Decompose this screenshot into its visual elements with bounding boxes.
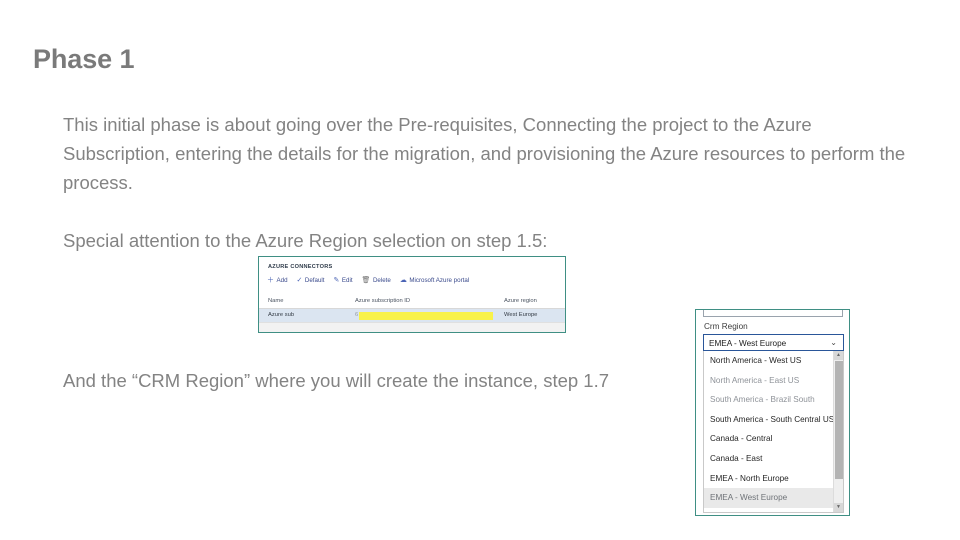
column-header-name: Name xyxy=(268,298,284,304)
table-header-row: Name Azure subscription ID Azure region xyxy=(259,295,565,309)
dropdown-scrollbar[interactable]: ▲ ▼ xyxy=(833,351,843,512)
list-item[interactable]: North America - East US xyxy=(710,375,800,385)
cell-subscription-id: 6 xyxy=(355,312,359,318)
azure-connectors-panel-title: AZURE CONNECTORS xyxy=(268,264,333,270)
scrollbar-thumb[interactable] xyxy=(835,361,843,479)
paragraph-intro: This initial phase is about going over t… xyxy=(63,114,906,193)
chevron-down-icon: ⌄ xyxy=(830,338,837,347)
crm-region-option-list[interactable]: North America - West US North America - … xyxy=(703,351,844,513)
azure-connectors-screenshot: AZURE CONNECTORS ＋ Add ✓ Default ✎ Edit … xyxy=(258,256,566,333)
edit-command[interactable]: ✎ Edit xyxy=(334,277,353,284)
add-command-label: Add xyxy=(276,277,288,284)
azure-connectors-toolbar: ＋ Add ✓ Default ✎ Edit 🗑 Delete ☁ Micros… xyxy=(267,277,469,284)
subscription-id-highlight-redaction xyxy=(359,312,493,320)
paragraph-crm-region: And the “CRM Region” where you will crea… xyxy=(63,370,610,391)
list-item[interactable]: South America - Brazil South xyxy=(710,395,815,405)
default-command[interactable]: ✓ Default xyxy=(297,277,325,284)
cell-connector-name: Azure sub xyxy=(268,312,295,318)
list-item[interactable]: North America - West US xyxy=(710,356,802,365)
crm-region-select[interactable]: EMEA - West Europe ⌄ xyxy=(703,334,844,351)
scroll-up-arrow-icon[interactable]: ▲ xyxy=(834,351,843,360)
crm-region-selected-value: EMEA - West Europe xyxy=(709,339,787,348)
check-icon: ✓ xyxy=(296,277,303,284)
crm-region-screenshot: Crm Region EMEA - West Europe ⌄ North Am… xyxy=(695,309,850,516)
partial-field-above xyxy=(703,310,843,317)
azure-portal-icon: ☁ xyxy=(399,277,407,284)
trash-icon: 🗑 xyxy=(361,277,371,284)
page-title: Phase 1 xyxy=(33,44,135,74)
default-command-label: Default xyxy=(304,277,325,284)
crm-region-label: Crm Region xyxy=(704,322,748,331)
list-item[interactable]: Canada - East xyxy=(710,453,763,463)
delete-command-label: Delete xyxy=(372,277,391,284)
cell-azure-region: West Europe xyxy=(504,312,538,318)
add-command[interactable]: ＋ Add xyxy=(267,277,288,284)
list-item[interactable]: EMEA - North Europe xyxy=(710,473,789,483)
pencil-icon: ✎ xyxy=(333,277,340,284)
scroll-down-arrow-icon[interactable]: ▼ xyxy=(834,503,843,512)
panel-footer-band xyxy=(259,322,565,332)
list-item-selected[interactable]: EMEA - West Europe xyxy=(704,488,843,508)
list-item[interactable]: APAC - East Asia xyxy=(704,508,843,512)
edit-command-label: Edit xyxy=(341,277,353,284)
list-item[interactable]: Canada - Central xyxy=(710,434,773,444)
azure-portal-command[interactable]: ☁ Microsoft Azure portal xyxy=(400,277,469,284)
table-row[interactable]: Azure sub 6 West Europe xyxy=(259,309,565,322)
column-header-region: Azure region xyxy=(504,298,537,304)
column-header-subscription-id: Azure subscription ID xyxy=(355,298,411,304)
paragraph-special-attention: Special attention to the Azure Region se… xyxy=(63,230,548,251)
plus-icon: ＋ xyxy=(267,277,274,284)
delete-command[interactable]: 🗑 Delete xyxy=(362,277,391,284)
azure-portal-command-label: Microsoft Azure portal xyxy=(409,277,470,284)
list-item[interactable]: South America - South Central US xyxy=(710,414,835,424)
